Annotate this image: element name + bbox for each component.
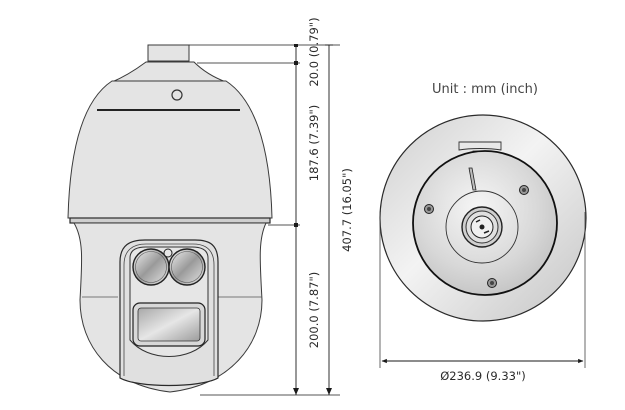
dome-neck (111, 61, 227, 83)
screw-icon (424, 204, 434, 214)
side-view (67, 44, 273, 393)
screw-icon (519, 185, 529, 195)
height-dimensions: 20.0 (0.79") 187.6 (7.39") 200.0 (7.87")… (189, 17, 354, 396)
lens-right-icon (168, 248, 206, 286)
mount-cap (147, 44, 190, 62)
upper-dome (67, 80, 273, 219)
lens-left-icon (132, 248, 170, 286)
dim-diameter: Ø236.9 (9.33") (440, 369, 526, 383)
dim-total-height: 407.7 (16.05") (340, 168, 354, 252)
unit-label: Unit : mm (inch) (432, 82, 538, 97)
screw-icon (487, 278, 497, 288)
dim-top-cap: 20.0 (0.79") (307, 17, 321, 86)
ir-sensor-icon (163, 248, 173, 258)
bottom-view: Ø236.9 (9.33") (379, 114, 587, 383)
dome-sensor-icon (171, 89, 183, 101)
dim-upper-dome: 187.6 (7.39") (307, 105, 321, 181)
dim-lower-body: 200.0 (7.87") (307, 272, 321, 348)
